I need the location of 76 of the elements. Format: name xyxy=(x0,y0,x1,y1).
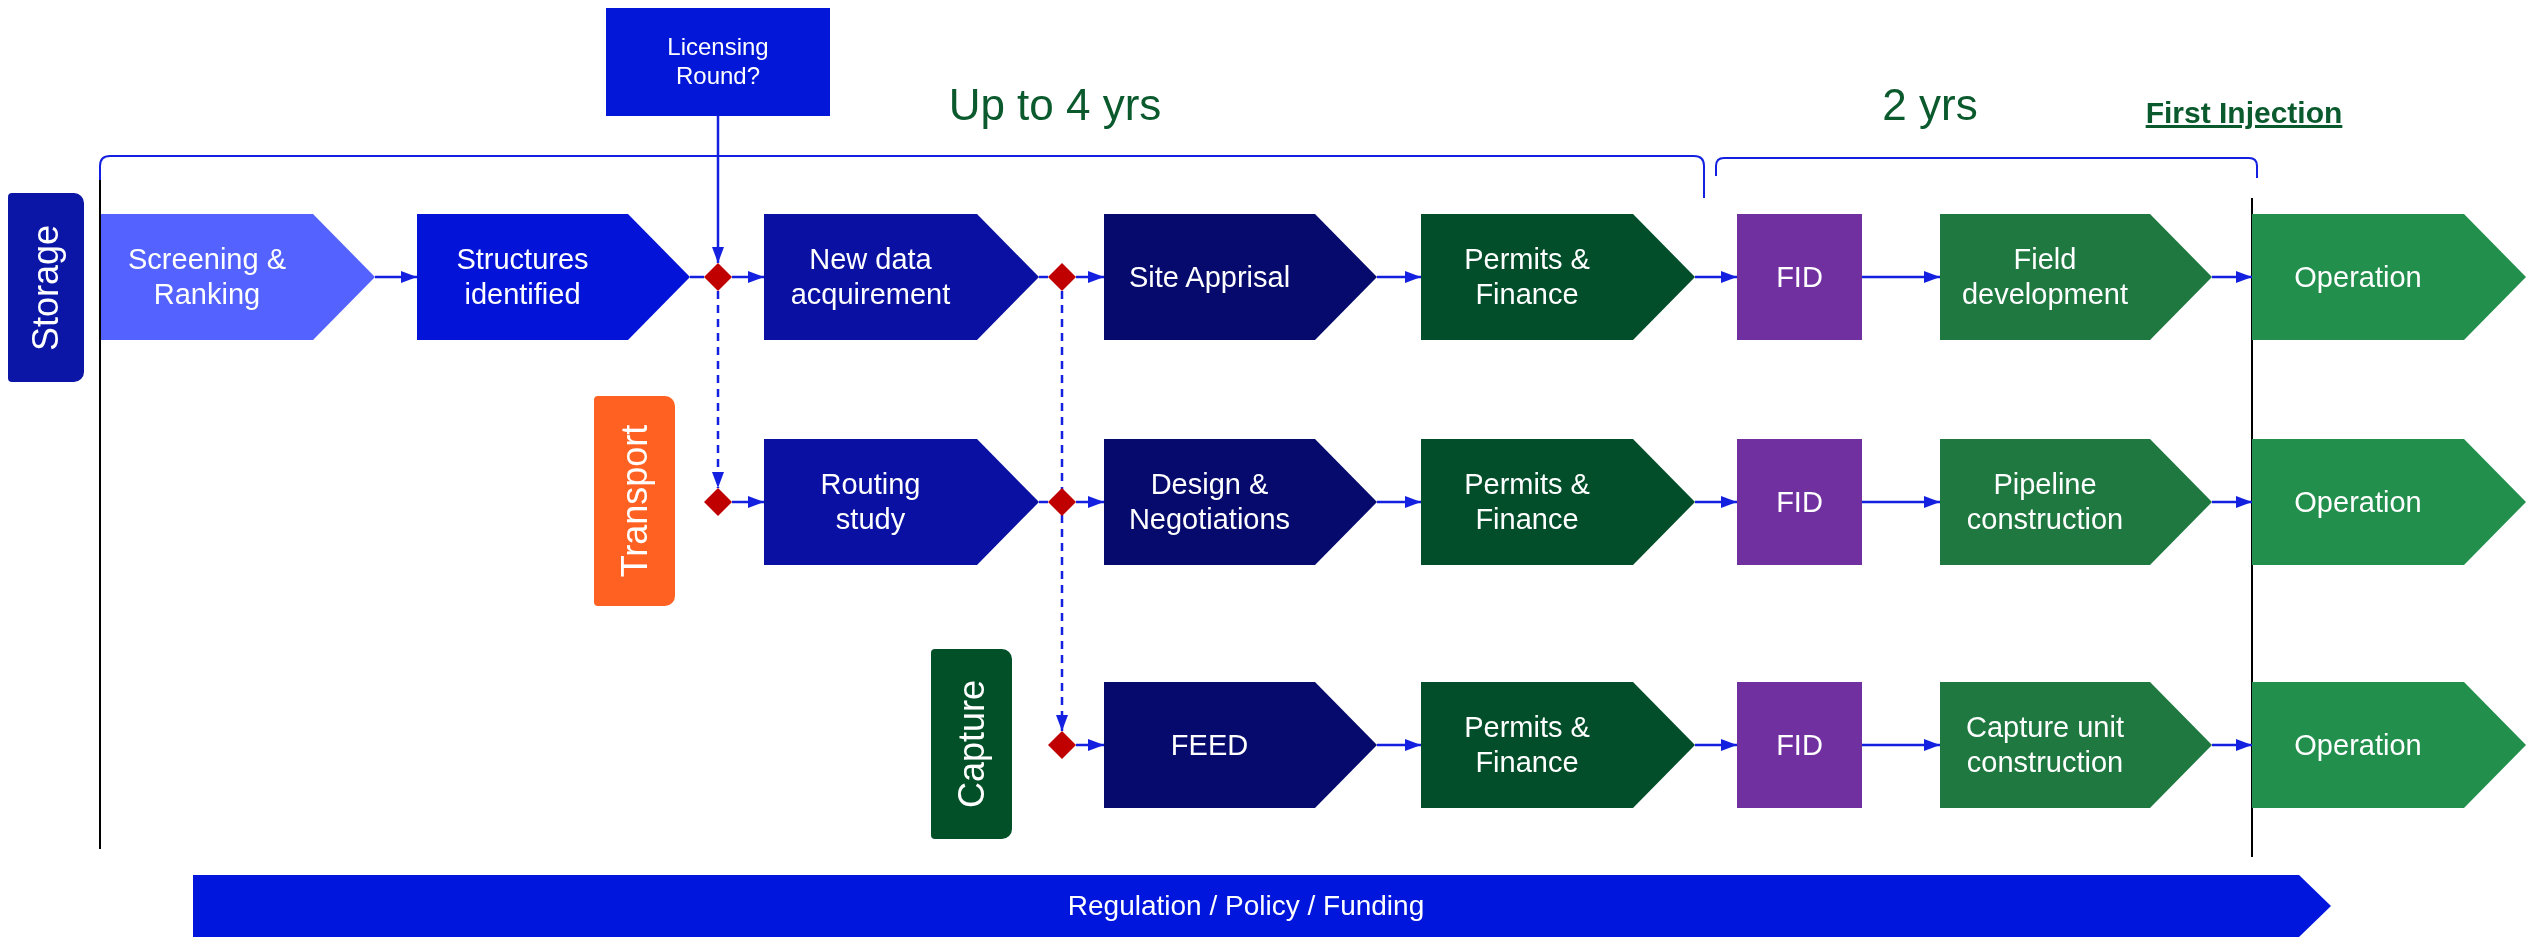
banner-label: Regulation / Policy / Funding xyxy=(1066,889,1426,923)
stage-box xyxy=(2252,439,2526,565)
arrow xyxy=(2212,739,2252,751)
step-label: Permits & Finance xyxy=(1463,242,1591,312)
stage-box xyxy=(2252,214,2526,340)
milestone-label: First Injection xyxy=(2145,96,2343,130)
stage-box xyxy=(764,439,1039,565)
lane-label: Storage xyxy=(24,224,68,351)
arrow xyxy=(1076,496,1104,508)
step-label: New data acquirement xyxy=(789,242,952,312)
step-label: Operation xyxy=(2293,727,2423,763)
stage-box xyxy=(1940,682,2212,808)
step-label: Capture unit construction xyxy=(1965,710,2125,780)
step-label: Permits & Finance xyxy=(1463,467,1591,537)
step-label: Screening & Ranking xyxy=(127,242,287,312)
arrow xyxy=(1076,271,1104,283)
decision-diamond xyxy=(1048,488,1076,516)
stage-box xyxy=(1104,214,1377,340)
stage-box xyxy=(1104,682,1377,808)
arrow xyxy=(732,496,764,508)
arrow xyxy=(1695,271,1737,283)
stage-box xyxy=(764,214,1039,340)
stage-box xyxy=(1421,439,1695,565)
step-label: FID xyxy=(1775,259,1824,295)
process-box xyxy=(1737,214,1862,340)
stage-box xyxy=(417,214,690,340)
step-label: Design & Negotiations xyxy=(1127,467,1292,537)
dashed-arrow xyxy=(712,291,724,488)
arrow xyxy=(1076,739,1104,751)
arrow xyxy=(1862,271,1940,283)
stage-box xyxy=(1940,439,2212,565)
step-label: FEED xyxy=(1169,727,1250,763)
duration-label: Up to 4 yrs xyxy=(948,80,1162,130)
arrow xyxy=(1377,496,1421,508)
step-label: Site Apprisal xyxy=(1127,259,1292,295)
arrow xyxy=(2212,496,2252,508)
process-box xyxy=(1737,682,1862,808)
dashed-arrow xyxy=(1056,291,1068,731)
lane-tab xyxy=(594,396,675,606)
stage-box xyxy=(1940,214,2212,340)
decision-diamond xyxy=(704,488,732,516)
lane-tab xyxy=(8,193,84,382)
arrow xyxy=(1377,271,1421,283)
decision-diamond xyxy=(1048,263,1076,291)
step-label: FID xyxy=(1775,484,1824,520)
lane-label: Transport xyxy=(612,424,656,578)
decision-diamond xyxy=(1048,731,1076,759)
decision-diamond xyxy=(704,263,732,291)
stage-box xyxy=(2252,682,2526,808)
step-label: Operation xyxy=(2293,259,2423,295)
stage-box xyxy=(1104,439,1377,565)
step-label: Routing study xyxy=(819,467,922,537)
arrow xyxy=(1695,496,1737,508)
stage-box xyxy=(101,214,375,340)
stage-box xyxy=(1421,214,1695,340)
step-label: FID xyxy=(1775,727,1824,763)
arrow xyxy=(1862,739,1940,751)
step-label: Pipeline construction xyxy=(1965,467,2125,537)
step-label: Permits & Finance xyxy=(1463,710,1591,780)
arrow xyxy=(712,116,724,263)
process-box xyxy=(1737,439,1862,565)
lane-label: Capture xyxy=(949,679,993,809)
step-label: Operation xyxy=(2293,484,2423,520)
arrow xyxy=(732,271,764,283)
stage-box xyxy=(1421,682,1695,808)
arrow xyxy=(1695,739,1737,751)
step-label: Structures identified xyxy=(455,242,590,312)
arrow xyxy=(1862,496,1940,508)
duration-label: 2 yrs xyxy=(1882,80,1978,130)
arrow xyxy=(1377,739,1421,751)
step-label: Licensing Round? xyxy=(666,33,770,91)
step-label: Field development xyxy=(1960,242,2130,312)
arrow xyxy=(375,271,417,283)
process-box xyxy=(606,8,830,116)
arrow xyxy=(2212,271,2252,283)
lane-tab xyxy=(931,649,1012,839)
